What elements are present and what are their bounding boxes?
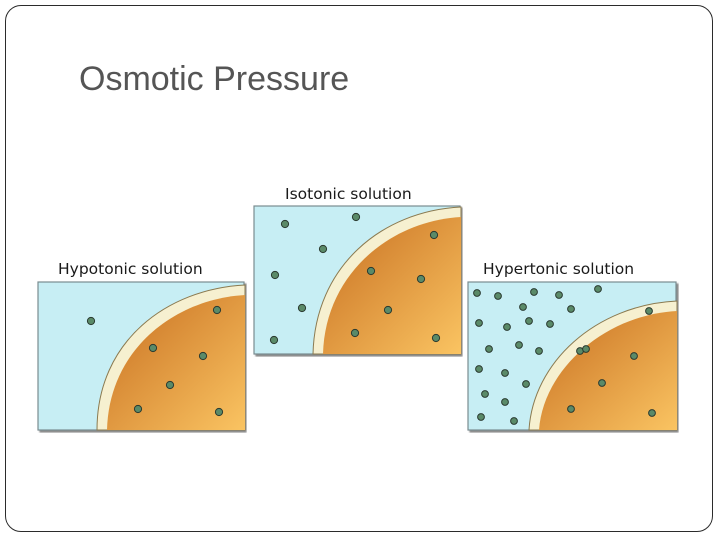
solute-particle-dot bbox=[269, 335, 279, 345]
solute-particle-dot bbox=[485, 345, 493, 353]
solute-particle-dot bbox=[383, 305, 393, 315]
solute-particle-dot bbox=[519, 303, 527, 311]
slide-title: Osmotic Pressure bbox=[79, 60, 350, 98]
solute-particle-dot bbox=[481, 390, 489, 398]
solute-particle-dot bbox=[214, 407, 224, 417]
solute-particle-dot bbox=[431, 333, 441, 343]
hypertonic-label: Hypertonic solution bbox=[483, 260, 635, 278]
solute-particle-dot bbox=[555, 291, 563, 299]
solute-particle-dot bbox=[530, 288, 538, 296]
solute-particle-dot bbox=[297, 303, 307, 313]
solute-particle-dot bbox=[280, 219, 290, 229]
hypotonic-panel bbox=[37, 281, 246, 431]
solute-particle-dot bbox=[535, 347, 543, 355]
cell-interior bbox=[539, 311, 677, 430]
solute-particle-dot bbox=[522, 380, 530, 388]
solute-particle-dot bbox=[473, 289, 481, 297]
solute-particle-dot bbox=[630, 352, 638, 360]
solute-particle-dot bbox=[86, 316, 96, 326]
solute-particle-dot bbox=[501, 398, 509, 406]
solute-particle-dot bbox=[645, 307, 653, 315]
solute-particle-dot bbox=[525, 317, 533, 325]
solute-particle-dot bbox=[510, 417, 518, 425]
solute-particle-dot bbox=[351, 212, 361, 222]
solute-particle-dot bbox=[350, 328, 360, 338]
solute-particle-dot bbox=[165, 380, 175, 390]
solute-particle-dot bbox=[212, 305, 222, 315]
solute-particle-dot bbox=[475, 319, 483, 327]
solute-particle-dot bbox=[546, 320, 554, 328]
cell-interior bbox=[323, 217, 461, 354]
hypertonic-panel bbox=[467, 281, 678, 431]
isotonic-panel bbox=[253, 205, 462, 355]
solute-particle-dot bbox=[477, 413, 485, 421]
solute-particle-dot bbox=[416, 274, 426, 284]
solute-particle-dot bbox=[594, 285, 602, 293]
solute-particle-dot bbox=[318, 244, 328, 254]
solute-particle-dot bbox=[503, 323, 511, 331]
cell-interior bbox=[107, 295, 245, 430]
slide-frame bbox=[5, 5, 713, 532]
solute-particle-dot bbox=[133, 404, 143, 414]
solute-particle-dot bbox=[148, 343, 158, 353]
isotonic-label: Isotonic solution bbox=[285, 185, 412, 203]
solute-particle-dot bbox=[198, 351, 208, 361]
hypotonic-label: Hypotonic solution bbox=[58, 260, 203, 278]
solute-particle-dot bbox=[366, 266, 376, 276]
solute-particle-dot bbox=[429, 230, 439, 240]
solute-particle-dot bbox=[567, 405, 575, 413]
solute-particle-dot bbox=[501, 369, 509, 377]
solute-particle-dot bbox=[494, 292, 502, 300]
solute-particle-dot bbox=[648, 409, 656, 417]
solute-particle-dot bbox=[598, 379, 606, 387]
solute-particle-dot bbox=[567, 305, 575, 313]
solute-particle-dot bbox=[515, 341, 523, 349]
solute-particle-dot bbox=[475, 365, 483, 373]
solute-particle-dot bbox=[582, 345, 590, 353]
solute-particle-dot bbox=[270, 270, 280, 280]
